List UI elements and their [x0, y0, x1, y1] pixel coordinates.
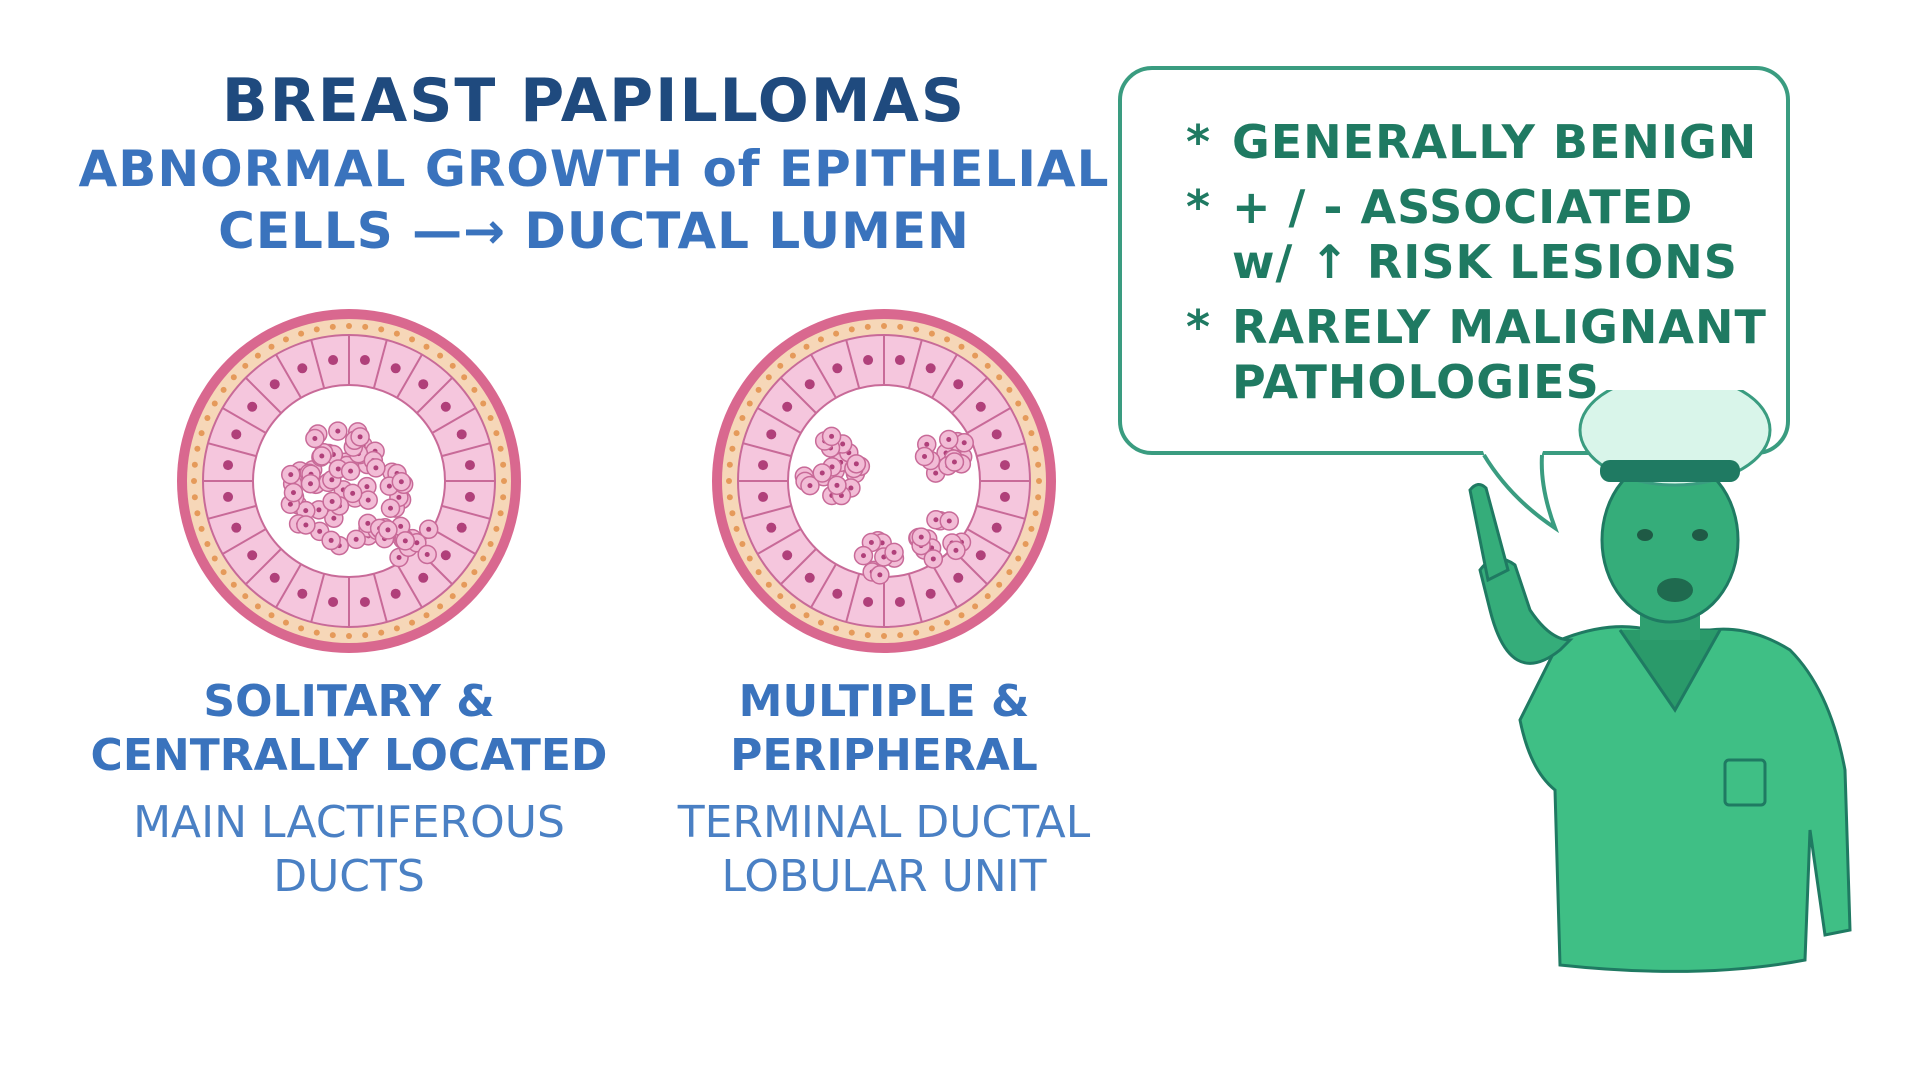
bubble-text: GENERALLY BENIGN — [1232, 115, 1757, 169]
bubble-text: + / - ASSOCIATED — [1232, 180, 1693, 234]
bubble-text: w/ ↑ RISK LESIONS — [1232, 235, 1738, 289]
solitary-papilloma-duct-illustration — [169, 301, 529, 661]
right-heading-1: MULTIPLE & — [739, 676, 1030, 727]
bubble-text: RARELY MALIGNANT — [1232, 300, 1767, 354]
right-heading-2: PERIPHERAL — [730, 730, 1038, 781]
asterisk-bullet: * — [1186, 115, 1232, 169]
bubble-line-4: *RARELY MALIGNANT — [1186, 300, 1767, 354]
right-sub-1: TERMINAL DUCTAL — [678, 797, 1091, 848]
subtitle-line-2: CELLS —→ DUCTAL LUMEN — [218, 202, 970, 260]
bubble-line-2: *+ / - ASSOCIATED — [1186, 180, 1693, 234]
bubble-line-1: *GENERALLY BENIGN — [1186, 115, 1757, 169]
bubble-line-3: w/ ↑ RISK LESIONS — [1186, 235, 1738, 289]
nurse-character-illustration — [1450, 390, 1860, 980]
left-sub-1: MAIN LACTIFEROUS — [133, 797, 565, 848]
left-sub-2: DUCTS — [273, 851, 425, 902]
asterisk-bullet: * — [1186, 300, 1232, 354]
left-heading-1: SOLITARY & — [203, 676, 494, 727]
multiple-papilloma-duct-illustration — [704, 301, 1064, 661]
page-title: BREAST PAPILLOMAS — [222, 66, 966, 136]
right-sub-2: LOBULAR UNIT — [721, 851, 1046, 902]
subtitle-line-1: ABNORMAL GROWTH of EPITHELIAL — [79, 140, 1110, 198]
left-heading-2: CENTRALLY LOCATED — [91, 730, 608, 781]
asterisk-bullet: * — [1186, 180, 1232, 234]
